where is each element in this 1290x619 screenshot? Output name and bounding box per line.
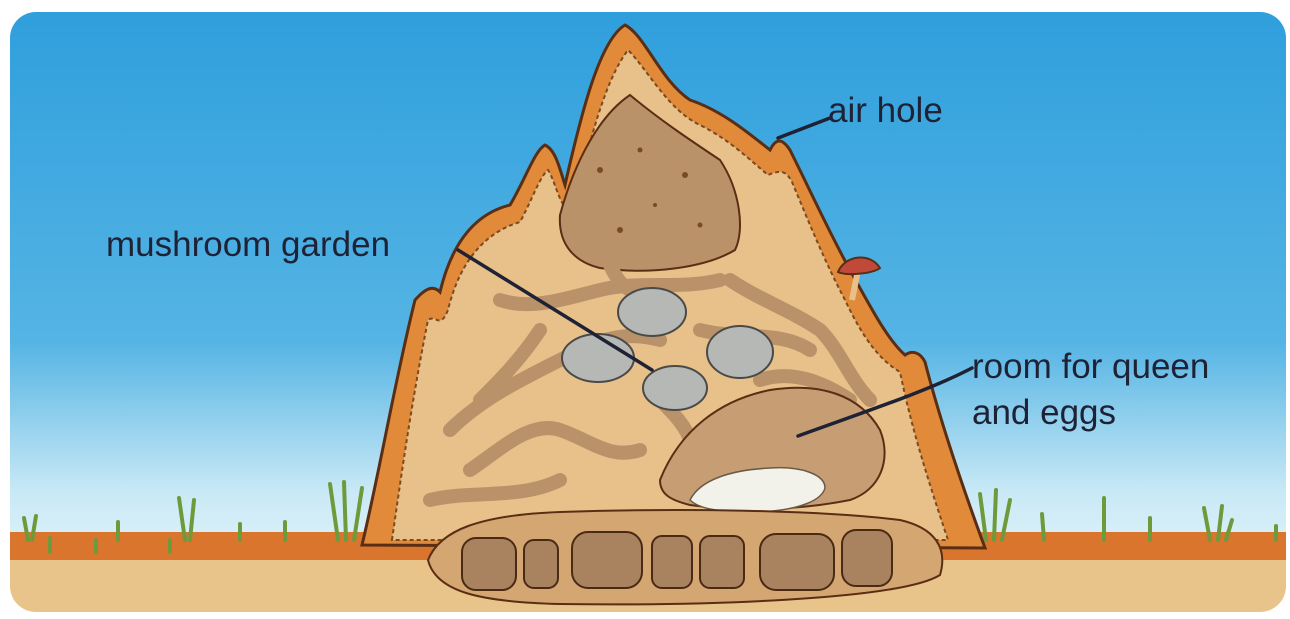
air-hole-label: air hole <box>828 91 943 130</box>
queen-room-label-line2: and eggs <box>972 393 1116 432</box>
mushroom-garden-label: mushroom garden <box>106 225 390 264</box>
queen-room-label-line1: room for queen <box>972 347 1209 386</box>
